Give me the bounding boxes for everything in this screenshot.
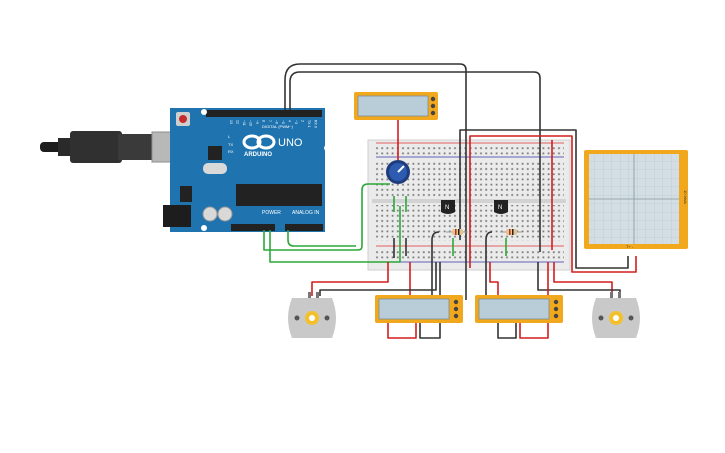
multimeter-top[interactable] xyxy=(354,92,438,120)
resistor-2[interactable] xyxy=(500,229,522,235)
digital-header-label: DIGITAL (PWM~) xyxy=(262,124,294,129)
digital-pin-label: 7 xyxy=(268,120,272,122)
model-label: UNO xyxy=(278,137,303,149)
wire-green-1 xyxy=(263,183,390,251)
digital-pin-label: TX 1 xyxy=(307,120,311,127)
wire-green-2 xyxy=(269,206,401,263)
digital-pin-label: 8 xyxy=(262,120,266,122)
wire-meter-loop-2b xyxy=(497,322,517,339)
wire-black-2 xyxy=(289,71,541,252)
digital-pin-label: ~3 xyxy=(294,120,298,124)
arduino-uno-board[interactable]: ARDUINO UNO DIGITAL (PWM~) POWER ANALOG … xyxy=(163,108,330,232)
digital-pin-label: 2 xyxy=(301,120,305,122)
potentiometer-icon[interactable] xyxy=(386,160,410,184)
digital-pin-label: 4 xyxy=(288,120,292,122)
wire-meter-loop-1r xyxy=(387,322,417,339)
multimeter-left[interactable] xyxy=(375,295,463,323)
wire-red-b3 xyxy=(489,262,499,298)
wire-red-b4 xyxy=(553,262,613,296)
dc-motor-left[interactable] xyxy=(288,292,336,338)
digital-pin-label: 13 xyxy=(229,120,233,124)
atmega-chip xyxy=(236,184,322,206)
scope-bottom-label: T+ - xyxy=(626,244,634,249)
arduino-logo-icon xyxy=(242,134,276,150)
wire-red-b1 xyxy=(311,262,389,296)
wires[interactable] xyxy=(263,63,637,339)
wire-black-v4 xyxy=(485,231,493,300)
scope-side-label: 10 Ms/s xyxy=(683,190,688,204)
analog-header xyxy=(285,224,323,231)
dc-motor-right[interactable] xyxy=(592,292,640,338)
digital-header xyxy=(206,110,322,117)
transistor-2[interactable]: N xyxy=(494,200,508,214)
digital-pin-label: ~6 xyxy=(275,120,279,124)
digital-pin-label: ~10 xyxy=(249,120,253,126)
power-jack xyxy=(163,205,191,227)
oscilloscope[interactable]: 10 Ms/s T+ - xyxy=(584,150,688,249)
digital-pin-label: ~9 xyxy=(255,120,259,124)
wire-black-scope xyxy=(459,129,629,269)
digital-pin-label: 12 xyxy=(236,120,240,124)
transistor-1-label: N xyxy=(445,205,449,211)
analog-header-label: ANALOG IN xyxy=(292,210,320,216)
transistor-1[interactable]: N xyxy=(441,200,455,214)
digital-pin-label: RX 0 xyxy=(314,120,318,128)
wire-green-3 xyxy=(287,230,356,247)
wire-black-1 xyxy=(284,63,467,300)
digital-pin-label: ~11 xyxy=(242,120,246,126)
wire-red-scope xyxy=(469,135,637,273)
power-header-label: POWER xyxy=(262,210,281,216)
led-label-rx: RX xyxy=(228,149,234,154)
usb-plug-icon[interactable] xyxy=(40,131,193,163)
power-header xyxy=(231,224,275,231)
multimeter-right[interactable] xyxy=(475,295,563,323)
resistor-1[interactable] xyxy=(446,229,468,235)
led-label-l: L xyxy=(228,134,231,139)
wire-black-b1 xyxy=(319,262,437,296)
brand-label: ARDUINO xyxy=(244,152,272,158)
wire-black-v3 xyxy=(431,231,440,300)
digital-pin-label: ~5 xyxy=(281,120,285,124)
transistor-2-label: N xyxy=(498,205,502,211)
led-label-tx: TX xyxy=(228,142,233,147)
